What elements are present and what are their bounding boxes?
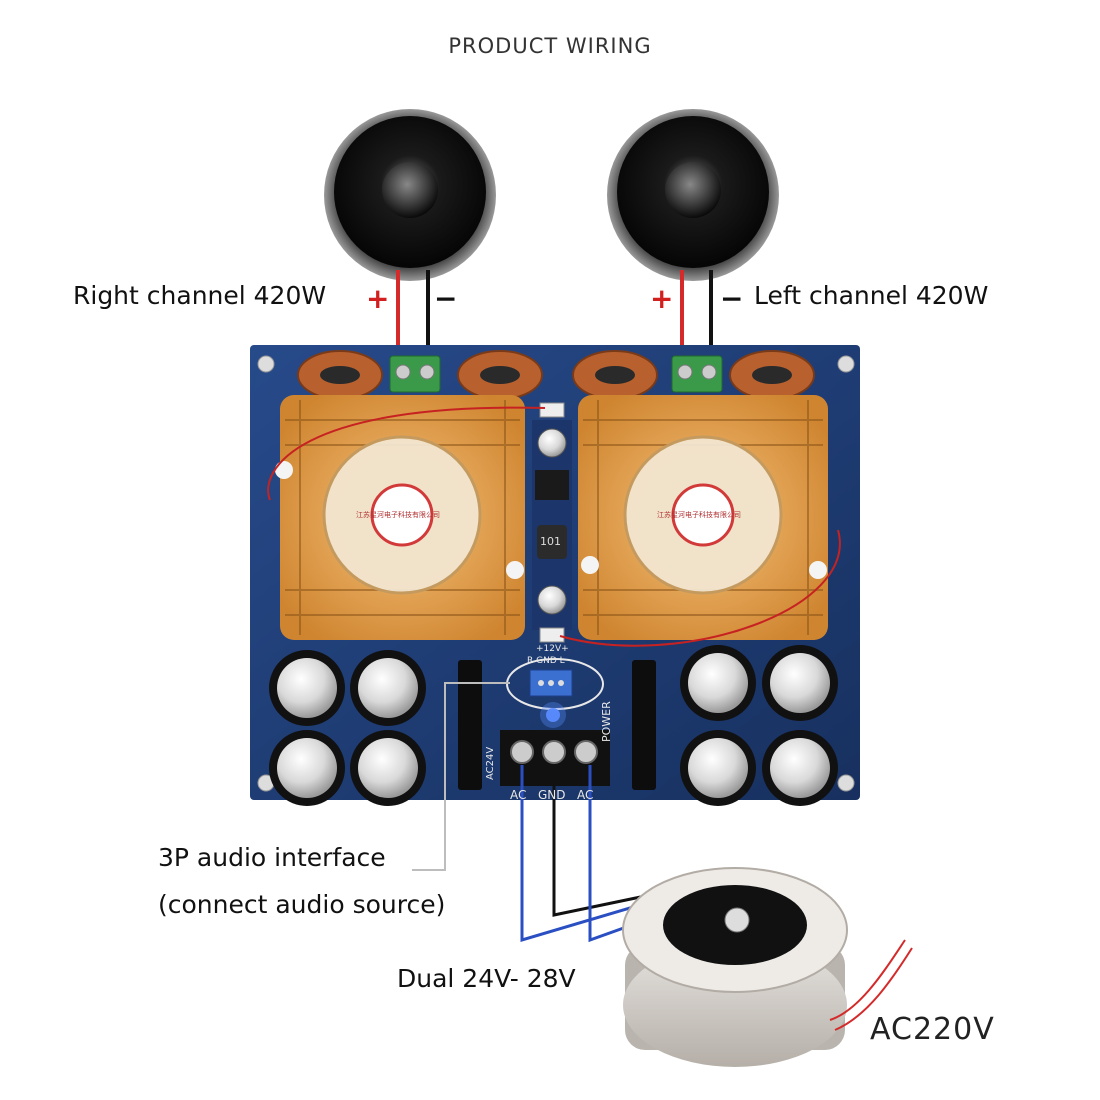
gnd-wire bbox=[552, 765, 651, 917]
left-channel-label: Left channel 420W bbox=[754, 281, 989, 310]
toroidal-transformer bbox=[622, 867, 913, 1067]
fan-text-left: 江苏星河电子科技有限公司 bbox=[657, 511, 741, 519]
audio-header-label: R GND L bbox=[527, 656, 565, 666]
amplifier-board bbox=[250, 345, 860, 806]
terminal-label-ac-2: AC bbox=[577, 788, 594, 802]
mains-label: AC220V bbox=[870, 1012, 995, 1047]
terminal-label-gnd: GND bbox=[538, 788, 566, 802]
inductor-label: 101 bbox=[540, 535, 561, 548]
audio-interface-leader bbox=[412, 682, 510, 871]
heatsink-left bbox=[578, 395, 828, 640]
speaker-left bbox=[607, 109, 779, 281]
voltage-label: Dual 24V- 28V bbox=[397, 964, 576, 993]
audio-interface-sublabel: (connect audio source) bbox=[158, 890, 446, 919]
voltage-marking: +12V+ bbox=[536, 644, 569, 654]
right-channel-label: Right channel 420W bbox=[73, 281, 327, 310]
terminal-label-ac-1: AC bbox=[510, 788, 527, 802]
right-minus-sign: − bbox=[434, 282, 458, 315]
board-ac24v-label: AC24V bbox=[485, 746, 496, 780]
ac-wire-1 bbox=[520, 765, 641, 943]
left-plus-sign: + bbox=[650, 282, 674, 315]
left-minus-sign: − bbox=[720, 282, 744, 315]
fan-text-right: 江苏星河电子科技有限公司 bbox=[356, 511, 440, 519]
audio-interface-label: 3P audio interface bbox=[158, 843, 386, 872]
page-title: PRODUCT WIRING bbox=[448, 34, 652, 58]
board-power-label: POWER bbox=[600, 701, 613, 742]
speaker-right bbox=[324, 109, 496, 281]
heatsink-right bbox=[275, 395, 525, 640]
right-plus-sign: + bbox=[366, 282, 390, 315]
filter-capacitors bbox=[269, 645, 838, 806]
